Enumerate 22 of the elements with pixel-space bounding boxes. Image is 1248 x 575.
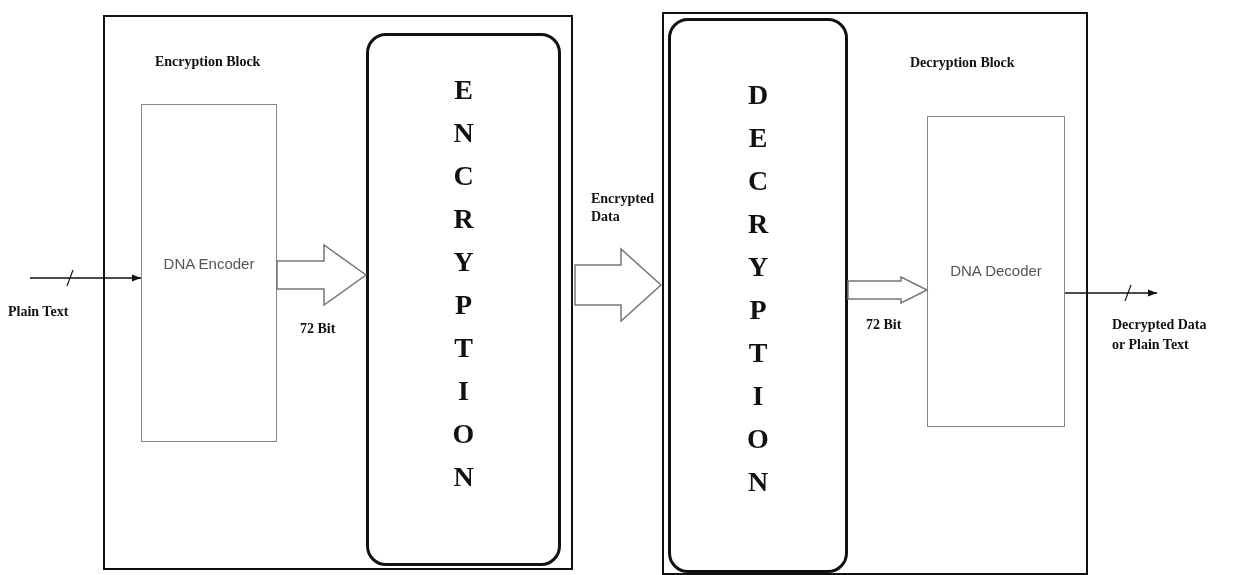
vertical-label: DECRYPTION [746,78,770,499]
arrow [1064,289,1158,297]
block-title: Decryption Block [910,55,1015,71]
edge-label: 72 Bit [300,320,337,338]
vertical-label: ENCRYPTION [451,73,476,494]
edge-label: Encrypted Data [591,190,655,226]
block-arrow [847,275,929,305]
edge-label: 72 Bit [866,316,903,334]
process-box [927,116,1065,427]
box-label: DNA Decoder [949,261,1043,281]
io-label: Plain Text [8,303,70,321]
box-label: DNA Encoder [162,254,256,274]
block-frame [662,12,1088,575]
block-frame [103,15,573,570]
rounded-box [668,18,848,573]
arrow [29,274,142,282]
process-box [141,104,277,442]
block-title: Encryption Block [155,54,261,70]
block-arrow [276,243,368,307]
block-arrow [574,247,663,323]
rounded-box [366,33,561,566]
io-label: Decrypted Data or Plain Text [1112,316,1207,354]
